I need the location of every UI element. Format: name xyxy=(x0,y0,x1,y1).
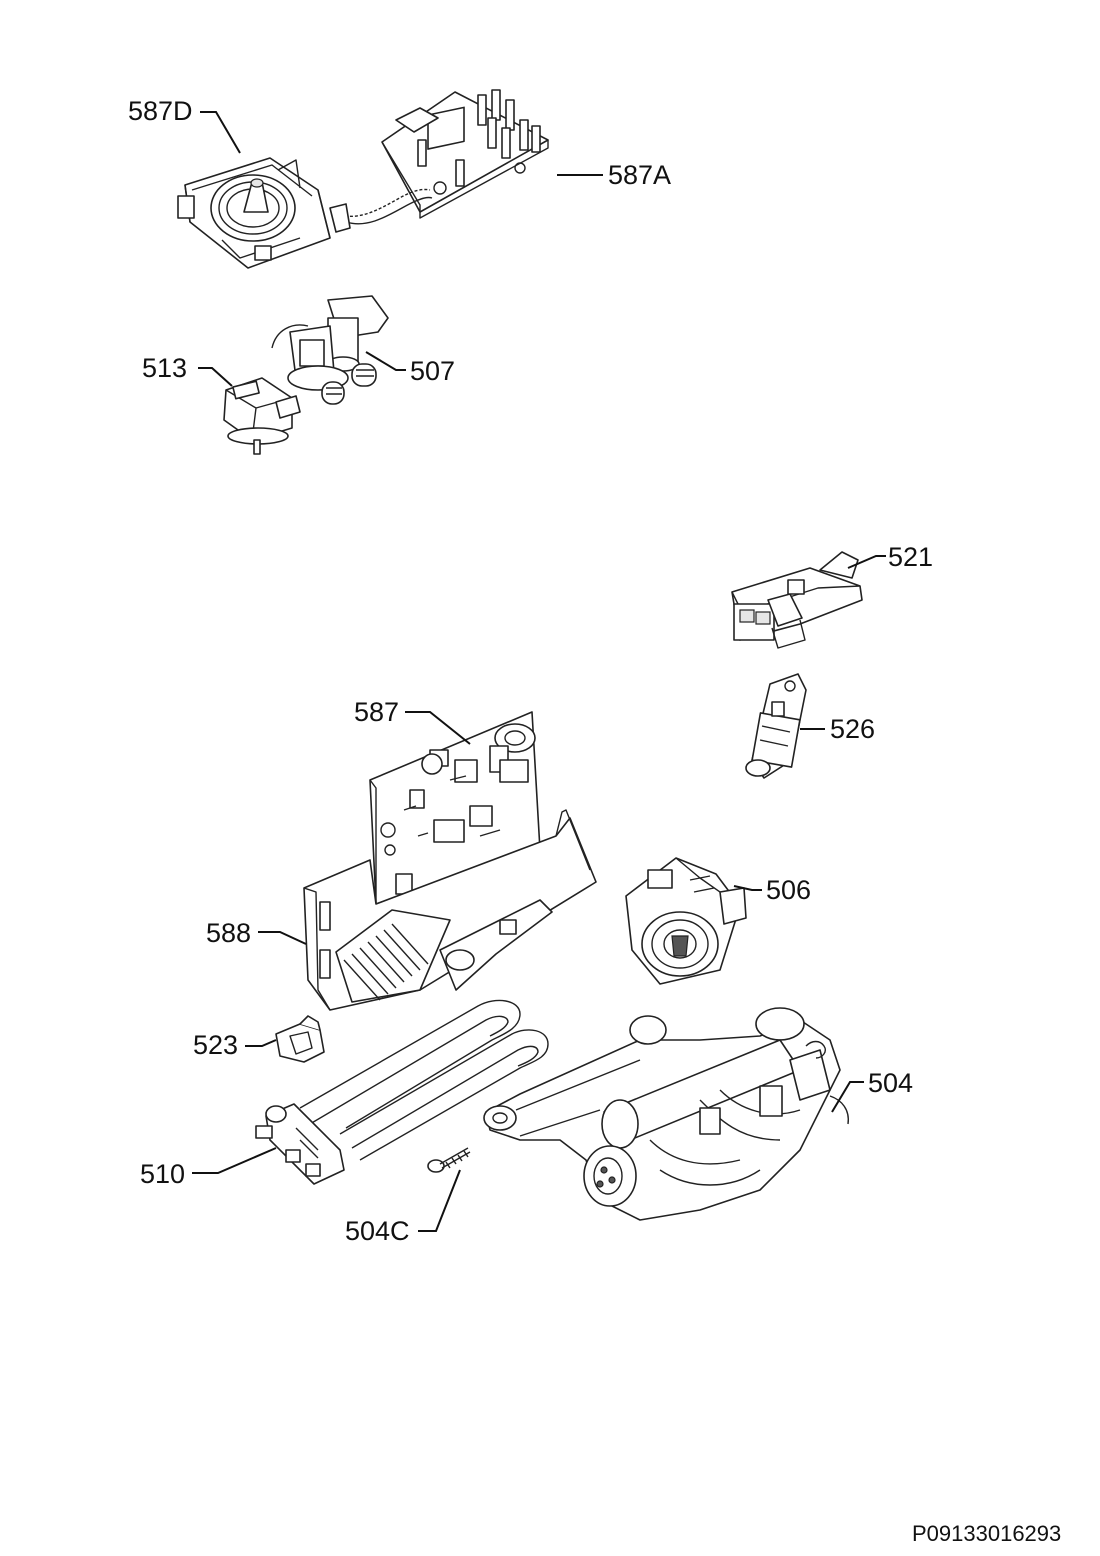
leader-588 xyxy=(258,931,307,945)
part-510-heating-element[interactable] xyxy=(255,999,549,1185)
leader-510 xyxy=(192,1147,277,1174)
label-510[interactable]: 510 xyxy=(140,1159,185,1189)
leader-521 xyxy=(847,555,886,569)
leader-504 xyxy=(831,1081,864,1113)
part-526-sensor-bracket[interactable] xyxy=(745,673,807,779)
label-587d[interactable]: 587D xyxy=(128,96,193,126)
label-587[interactable]: 587 xyxy=(354,697,399,727)
leader-504c xyxy=(418,1169,461,1232)
part-587-main-board[interactable] xyxy=(369,711,541,905)
label-507[interactable]: 507 xyxy=(410,356,455,386)
label-526[interactable]: 526 xyxy=(830,714,875,744)
part-513-pressure-switch[interactable] xyxy=(223,377,301,455)
part-587a-control-board[interactable] xyxy=(329,89,549,233)
leader-506 xyxy=(733,885,762,891)
label-523[interactable]: 523 xyxy=(193,1030,238,1060)
part-504c-screw[interactable] xyxy=(427,1147,471,1173)
leader-523 xyxy=(245,1039,277,1047)
document-reference: P09133016293 xyxy=(912,1521,1061,1546)
part-523-clip[interactable] xyxy=(275,1015,325,1063)
label-513[interactable]: 513 xyxy=(142,353,187,383)
label-506[interactable]: 506 xyxy=(766,875,811,905)
label-504[interactable]: 504 xyxy=(868,1068,913,1098)
part-521-door-lock[interactable] xyxy=(731,551,863,649)
part-504-motor[interactable] xyxy=(483,1007,849,1221)
leader-587d xyxy=(200,111,241,154)
label-587a[interactable]: 587A xyxy=(608,160,671,190)
part-507-inlet-valve[interactable] xyxy=(271,295,389,405)
leader-513 xyxy=(198,367,233,387)
leader-587 xyxy=(405,711,471,745)
label-504c[interactable]: 504C xyxy=(345,1216,410,1246)
leader-507 xyxy=(365,351,406,371)
part-587d-selector-housing[interactable] xyxy=(177,157,331,269)
label-588[interactable]: 588 xyxy=(206,918,251,948)
part-506-drain-pump[interactable] xyxy=(625,857,747,985)
part-588-board-housing[interactable] xyxy=(303,809,597,1011)
label-521[interactable]: 521 xyxy=(888,542,933,572)
